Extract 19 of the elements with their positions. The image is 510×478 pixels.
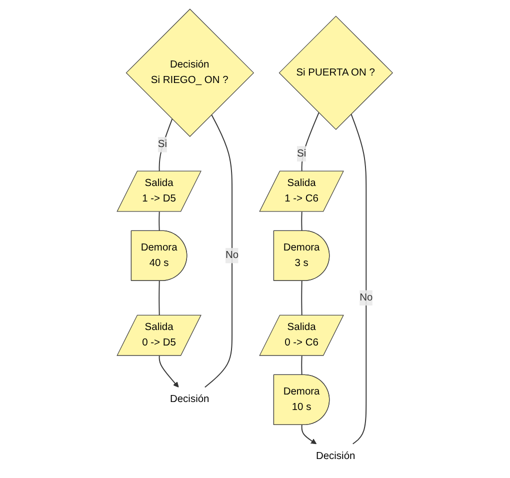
node-diamond: Si PUERTA ON ? [278, 16, 394, 130]
node-text: Decisión [316, 450, 356, 462]
connector [158, 280, 160, 316]
node-diamond: Decisión Si RIEGO_ ON ? [126, 8, 254, 137]
edge-label: Si [297, 148, 306, 159]
node-text: Decisión [170, 394, 210, 405]
connector [301, 355, 302, 376]
connector [158, 118, 173, 172]
arrow [158, 355, 179, 388]
connector [204, 114, 233, 388]
edge-label: No [226, 250, 239, 261]
arrow [301, 424, 317, 444]
connector [301, 280, 302, 316]
connector [301, 112, 320, 172]
edge-label: No [360, 292, 373, 304]
connector [158, 211, 160, 232]
connector [350, 114, 367, 444]
connector [301, 211, 302, 232]
edge-label: Si [158, 138, 168, 150]
